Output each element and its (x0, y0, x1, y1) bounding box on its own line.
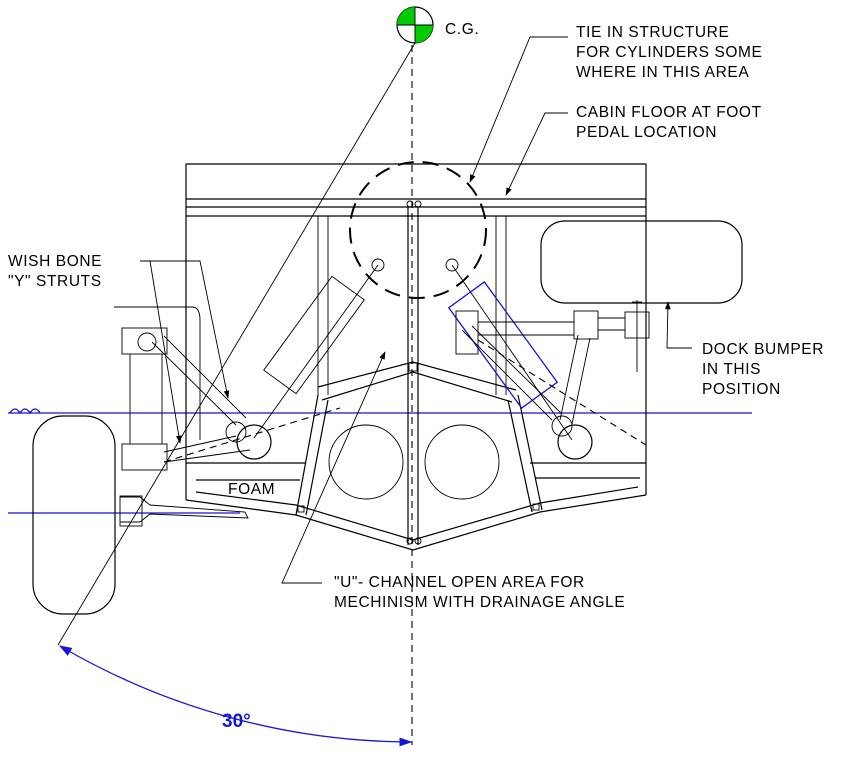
tie-in-label-line-2: FOR CYLINDERS SOME (576, 44, 763, 61)
wishbone-label-line-1: WISH BONE (8, 253, 102, 270)
tie-in-label-line-3: WHERE IN THIS AREA (576, 64, 749, 81)
waterline (8, 408, 752, 415)
wishbone-label-line-2: "Y" STRUTS (8, 273, 102, 290)
leader-lines (140, 36, 692, 584)
dock-bumper-mount (455, 300, 650, 372)
dock-bumper-label-line-3: POSITION (702, 381, 781, 398)
foam-label: FOAM (228, 481, 275, 498)
u-channel-label-line-1: "U"- CHANNEL OPEN AREA FOR (334, 574, 585, 591)
wishbone-strut-right (461, 325, 647, 460)
u-channel-label-line-2: MECHINISM WITH DRAINAGE ANGLE (334, 594, 625, 611)
hull-structure (185, 163, 647, 551)
cylinder-left (253, 258, 385, 439)
tie-in-label-line-1: TIE IN STRUCTURE (576, 24, 729, 41)
cg-label: C.G. (445, 21, 479, 38)
dock-bumper-label-line-1: DOCK BUMPER (702, 341, 824, 358)
tie-in-area-circle (349, 161, 487, 299)
cg-marker-icon (396, 6, 434, 44)
dock-bumper-label-line-2: IN THIS (702, 361, 761, 378)
wheel (32, 415, 116, 615)
tilt-reference-line (57, 42, 416, 646)
cylinder-right (445, 258, 573, 441)
cabin-floor-label-line-2: PEDAL LOCATION (576, 124, 717, 141)
dock-bumper (540, 220, 743, 304)
cabin-floor-label-line-1: CABIN FLOOR AT FOOT (576, 104, 762, 121)
angle-dimension-arc (58, 645, 413, 747)
angle-label: 30° (222, 711, 251, 732)
